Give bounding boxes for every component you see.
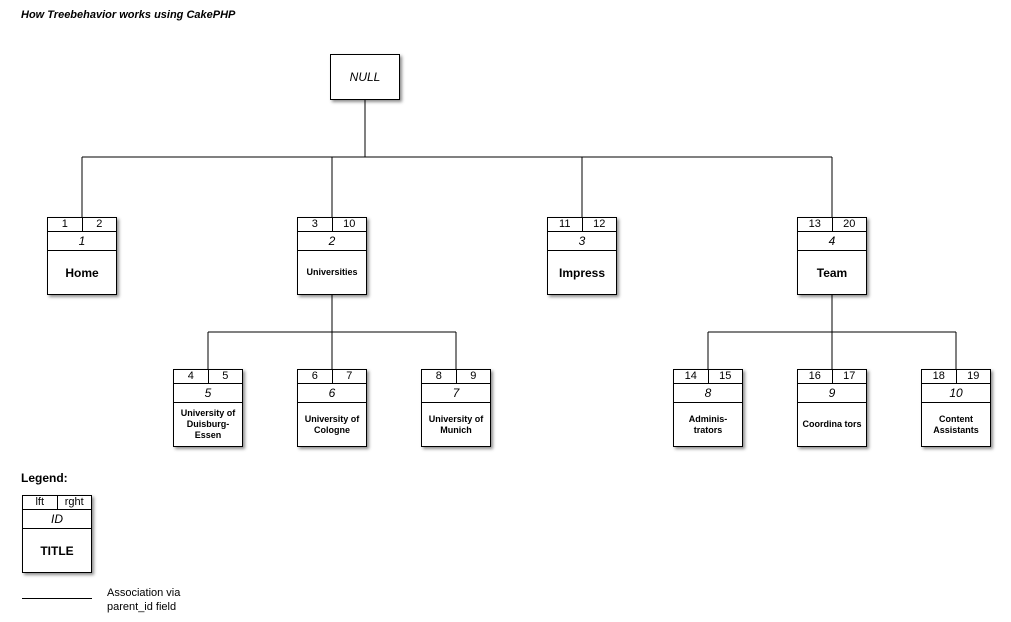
node-id: 2 — [298, 232, 366, 251]
node-rght: 19 — [955, 370, 991, 383]
legend-node: lft rght ID TITLE — [22, 495, 92, 573]
node-title: Universities — [306, 267, 358, 277]
node-rght: 15 — [707, 370, 743, 383]
legend-association-line — [22, 598, 92, 599]
node-impress: 11 12 3 Impress — [547, 217, 617, 295]
node-id: 7 — [422, 384, 490, 403]
node-rght: 5 — [207, 370, 243, 383]
node-lft: 18 — [932, 370, 945, 382]
node-munich: 8 9 7 University of Munich — [421, 369, 491, 447]
legend-rght: rght — [56, 496, 92, 509]
node-rght: 9 — [455, 370, 491, 383]
node-rght: 7 — [331, 370, 367, 383]
node-lft: 3 — [311, 218, 318, 230]
node-lft: 14 — [684, 370, 697, 382]
node-rght: 20 — [831, 218, 867, 231]
legend-heading: Legend: — [21, 471, 68, 485]
node-title: Coordina tors — [802, 419, 862, 429]
node-id: 5 — [174, 384, 242, 403]
root-null-node: NULL — [330, 54, 400, 100]
node-title: Impress — [558, 265, 606, 280]
node-id: 8 — [674, 384, 742, 403]
diagram-title: How Treebehavior works using CakePHP — [21, 9, 236, 21]
node-id: 6 — [298, 384, 366, 403]
node-title: University of Munich — [428, 413, 484, 435]
node-title: University of Cologne — [304, 413, 360, 435]
node-id: 1 — [48, 232, 116, 251]
node-rght: 2 — [81, 218, 117, 231]
node-content-assistants: 18 19 10 Content Assistants — [921, 369, 991, 447]
node-title: Adminis-trators — [688, 413, 728, 435]
node-lft: 4 — [187, 370, 194, 382]
node-lft: 1 — [61, 218, 68, 230]
legend-lft: lft — [35, 496, 45, 508]
legend-association-text: Association via parent_id field — [107, 587, 181, 613]
node-id: 10 — [922, 384, 990, 403]
node-id: 4 — [798, 232, 866, 251]
node-coordinators: 16 17 9 Coordina tors — [797, 369, 867, 447]
node-lft: 13 — [808, 218, 821, 230]
node-duisburg: 4 5 5 University of Duisburg-Essen — [173, 369, 243, 447]
node-rght: 12 — [581, 218, 617, 231]
node-rght: 17 — [831, 370, 867, 383]
node-title: Content Assistants — [933, 413, 979, 435]
node-id: 9 — [798, 384, 866, 403]
legend-id: ID — [23, 510, 91, 529]
node-id: 3 — [548, 232, 616, 251]
node-title: Team — [816, 265, 848, 280]
node-team: 13 20 4 Team — [797, 217, 867, 295]
node-administrators: 14 15 8 Adminis-trators — [673, 369, 743, 447]
node-lft: 6 — [311, 370, 318, 382]
legend-title-field: TITLE — [40, 543, 74, 558]
node-rght: 10 — [331, 218, 367, 231]
node-lft: 11 — [559, 218, 571, 230]
node-universities: 3 10 2 Universities — [297, 217, 367, 295]
node-title: Home — [65, 265, 99, 280]
node-title: University of Duisburg-Essen — [180, 408, 236, 440]
node-lft: 16 — [808, 370, 821, 382]
node-lft: 8 — [435, 370, 442, 382]
